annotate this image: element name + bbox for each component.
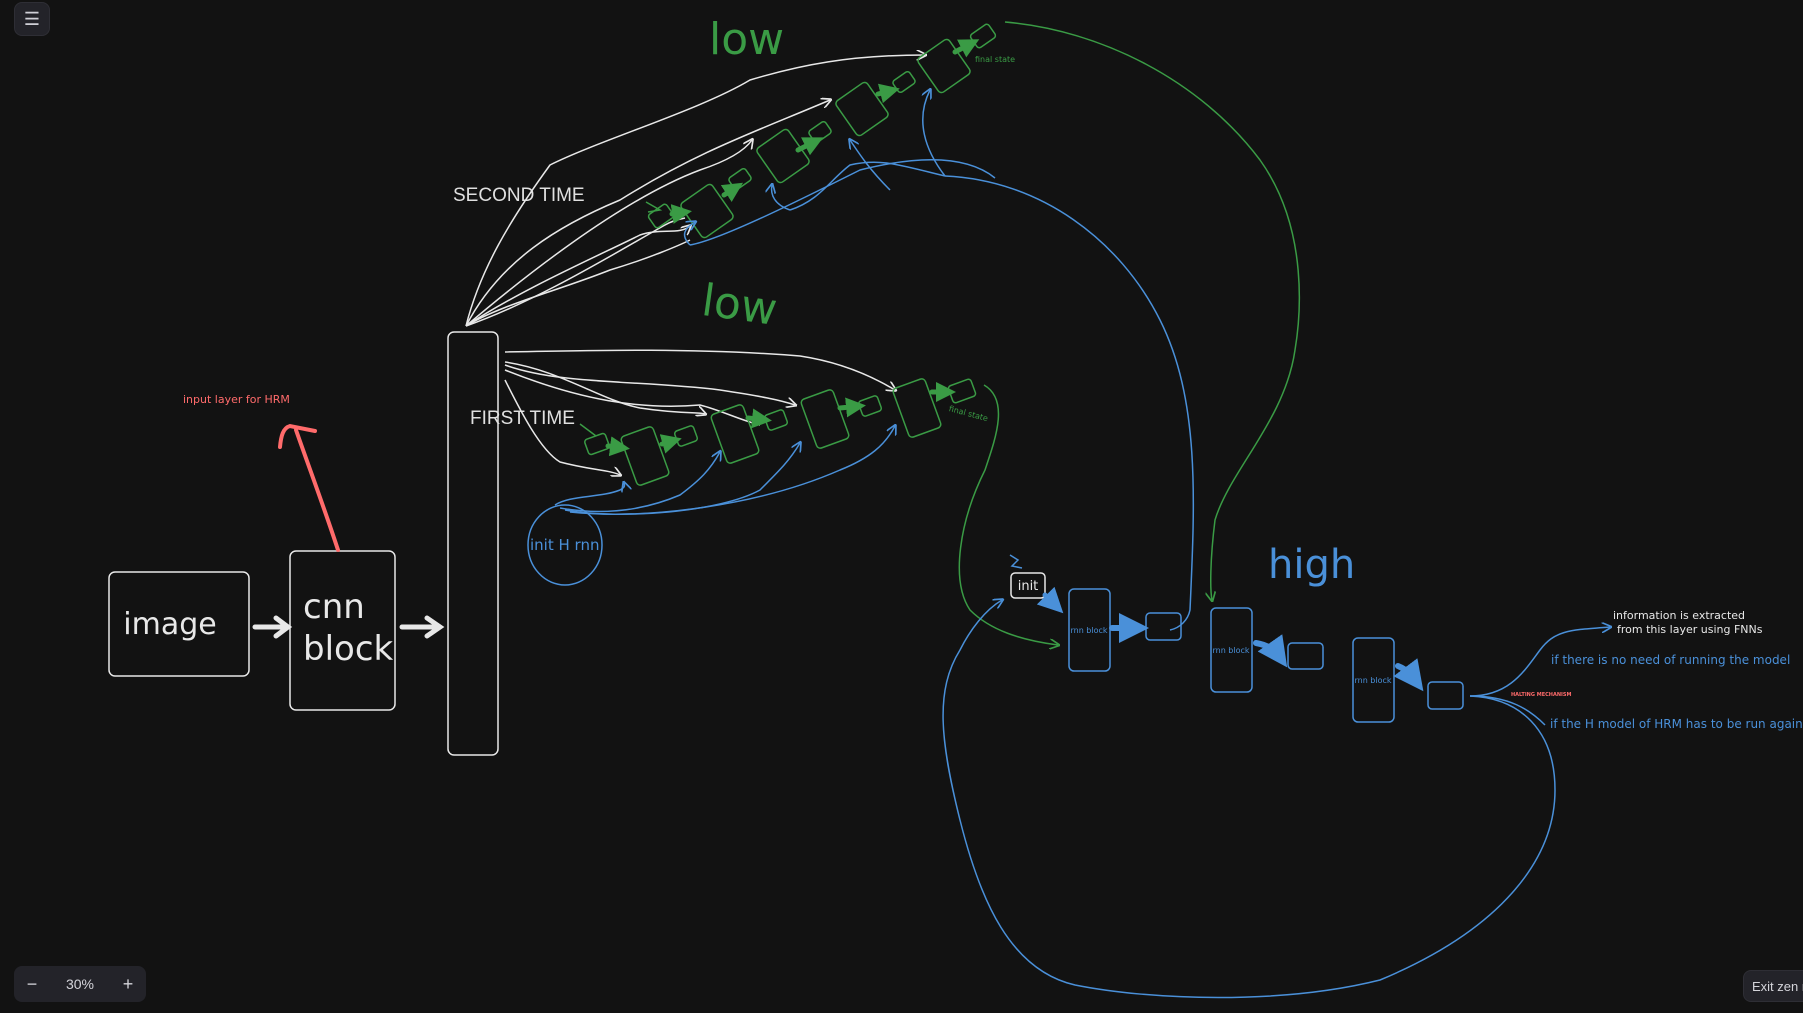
second-time-green-thick-arrows [669,39,980,224]
image-box[interactable] [108,571,250,677]
rnn-out-2[interactable] [1287,642,1324,670]
input-layer-column[interactable] [447,331,499,756]
init-box[interactable] [1010,572,1046,599]
init-box-label: init [1018,579,1039,594]
rnn-out-1[interactable] [1145,612,1182,641]
second-time-blue-arrows [683,90,1195,631]
first-time-label: FIRST TIME [470,408,575,429]
zoom-in-button[interactable]: + [122,973,134,994]
cnn-block-box[interactable] [289,550,396,711]
first-time-input-arrows [504,349,895,475]
exit-zen-mode-button[interactable]: Exit zen m [1743,970,1803,1002]
cnn-label: cnn [303,587,365,627]
block-label: block [303,629,394,669]
rnn-block-2[interactable] [1210,607,1253,693]
low-label-mid: low [699,275,781,336]
high-label: high [1268,542,1355,588]
zoom-out-button[interactable]: − [26,973,38,994]
first-time-green-thick-arrows [605,382,956,457]
zoom-controls: − 30% + [14,966,146,1002]
input-layer-red-arrow [294,428,340,552]
green-final-to-high [1004,21,1301,600]
rnn-block-3-label: rnn block [1354,676,1391,685]
first-time-low-chain [579,378,977,486]
green-mid-to-high [958,384,1058,645]
input-layer-note: input layer for HRM [183,393,290,406]
rnn-block-1-label: rnn block [1070,626,1107,635]
info-line-1: information is extracted [1613,609,1745,622]
rnn-out-3[interactable] [1427,681,1464,710]
menu-button[interactable]: ☰ [14,2,50,36]
second-time-label: SECOND TIME [453,185,585,206]
image-label: image [123,607,216,642]
init-h-blue-arrows [554,426,895,515]
second-time-low-chain [645,23,997,239]
zoom-level[interactable]: 30% [65,976,95,992]
run-again-text: if the H model of HRM has to be run agai… [1550,717,1803,731]
no-need-text: if there is no need of running the model [1551,653,1790,667]
final-state-top: final state [975,55,1015,64]
halting-text: HALTING MECHANISM [1511,692,1571,698]
final-state-mid: final state [948,404,989,423]
low-label-top: low [709,14,784,65]
info-line-2: from this layer using FNNs [1617,623,1763,636]
init-h-rnn-label: init H rnn [530,536,599,554]
init-h-rnn-circle[interactable] [527,504,603,586]
output-branches [942,600,1610,999]
hamburger-icon: ☰ [23,8,41,29]
rnn-block-2-label: rnn block [1212,646,1249,655]
